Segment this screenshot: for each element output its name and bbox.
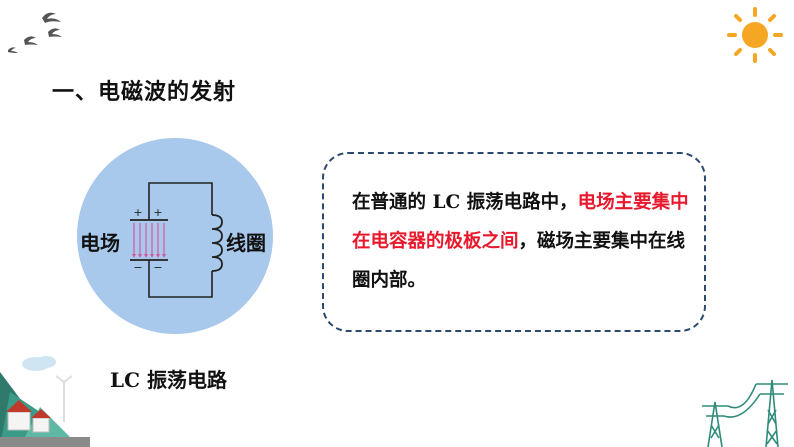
minus-sign-left: − xyxy=(133,261,142,274)
diagram-caption: LC 振荡电路 xyxy=(110,368,227,392)
sun-icon xyxy=(727,7,783,63)
field-arrowheads xyxy=(132,254,166,258)
lc-circuit-diagram: + + − − xyxy=(130,182,223,298)
diagram-circle xyxy=(77,138,273,334)
field-label: 电场 xyxy=(80,231,120,255)
birds-decoration xyxy=(8,12,62,53)
coil-label: 线圈 xyxy=(226,231,266,255)
text-highlight: 电场主要集中在电容器的极板之间 xyxy=(352,192,689,252)
plus-sign-right: + xyxy=(153,206,162,219)
text-part1-a: 在普通的 xyxy=(352,192,433,213)
circuit-wires xyxy=(148,182,213,298)
explanation-box xyxy=(322,152,706,332)
explanation-text: 在普通的 LC 振荡电路中，电场主要集中在电容器的极板之间，磁场主要集中在线圈内… xyxy=(352,183,692,300)
power-tower-decoration xyxy=(702,379,788,447)
minus-sign-right: − xyxy=(153,261,162,274)
text-part1-b: 振荡电路中， xyxy=(460,192,578,213)
section-heading: 一、电磁波的发射 xyxy=(52,80,237,105)
electric-field-lines xyxy=(133,223,165,255)
text-lc: LC xyxy=(432,192,461,213)
text-part2: ，磁场主要集中在线圈内部。 xyxy=(352,231,686,291)
landscape-decoration xyxy=(0,356,90,447)
plus-sign-left: + xyxy=(133,206,142,219)
inductor-coil xyxy=(211,214,223,272)
